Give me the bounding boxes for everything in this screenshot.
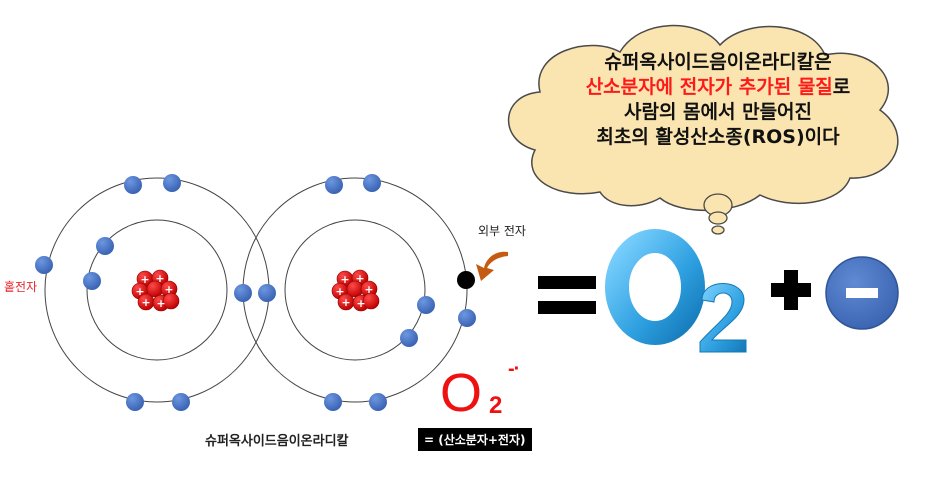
thought-bubble	[507, 24, 899, 235]
electron	[234, 284, 252, 302]
bubble-line-2: 산소분자에 전자가 추가된 물질로	[548, 75, 888, 100]
electron	[258, 284, 276, 302]
electron	[96, 237, 114, 255]
thought-bubble-dot-small	[711, 225, 725, 235]
plus-sign	[771, 270, 811, 310]
o2-digit-2	[699, 283, 747, 353]
electrons	[35, 174, 476, 411]
electron	[417, 296, 435, 314]
electron	[35, 256, 53, 274]
proton	[362, 292, 380, 310]
thought-bubble-cloud	[507, 24, 899, 212]
bubble-line-4: 최초의 활성산소종(ROS)이다	[596, 126, 840, 148]
proton-sign: +	[335, 285, 344, 298]
outer-electron-arrow	[476, 251, 508, 281]
electron	[163, 174, 181, 192]
proton	[162, 292, 180, 310]
minus-bar	[846, 288, 878, 298]
radical-formula: = (산소분자+전자)	[418, 428, 532, 451]
radical-charge: -·	[508, 358, 520, 380]
proton-sign: +	[155, 272, 164, 285]
electron	[172, 393, 190, 411]
electron	[324, 393, 342, 411]
electron	[126, 393, 144, 411]
proton-sign: +	[164, 283, 173, 296]
bubble-highlight: 산소분자에 전자가 추가된 물질	[585, 76, 833, 98]
molecule-name-label: 슈퍼옥사이드음이온라디칼	[205, 434, 349, 449]
outer-electron-label: 외부 전자	[478, 224, 526, 238]
electron	[83, 272, 101, 290]
orbits	[44, 177, 468, 403]
proton-sign: +	[156, 297, 165, 310]
proton-sign: +	[356, 297, 365, 310]
bubble-line-3: 사람의 몸에서 만들어진	[623, 101, 813, 123]
electron	[325, 176, 343, 194]
bubble-line-2-rest: 로	[832, 76, 851, 98]
proton-sign: +	[355, 272, 364, 285]
thought-bubble-dot-medium	[708, 211, 728, 225]
nucleus-right: ++++++	[331, 269, 380, 312]
orbit-left-inner	[86, 219, 228, 361]
nucleus-left: ++++++	[131, 269, 180, 312]
equals-sign	[538, 276, 596, 314]
proton-sign: +	[141, 296, 150, 309]
electron	[124, 176, 142, 194]
bubble-text: 슈퍼옥사이드음이온라디칼은 산소분자에 전자가 추가된 물질로 사람의 몸에서 …	[548, 50, 888, 150]
o2-letter-o	[605, 229, 705, 345]
orbit-right-inner	[284, 219, 426, 361]
electron	[369, 393, 387, 411]
radical-subscript: 2	[489, 392, 503, 419]
bubble-line-1: 슈퍼옥사이드음이온라디칼은	[604, 51, 832, 73]
proton-sign: +	[140, 273, 149, 286]
proton-sign: +	[340, 273, 349, 286]
o2-molecule-graphic	[605, 229, 747, 353]
proton-sign: +	[364, 283, 373, 296]
proton-sign: +	[341, 296, 350, 309]
electron	[400, 329, 418, 347]
radical-symbol: O	[440, 363, 483, 423]
electron	[458, 309, 476, 327]
minus-symbol	[825, 256, 899, 330]
proton-sign: +	[135, 285, 144, 298]
electron	[363, 174, 381, 192]
unpaired-electron-label: 홑전자	[4, 280, 38, 294]
outer-electron	[457, 271, 475, 289]
